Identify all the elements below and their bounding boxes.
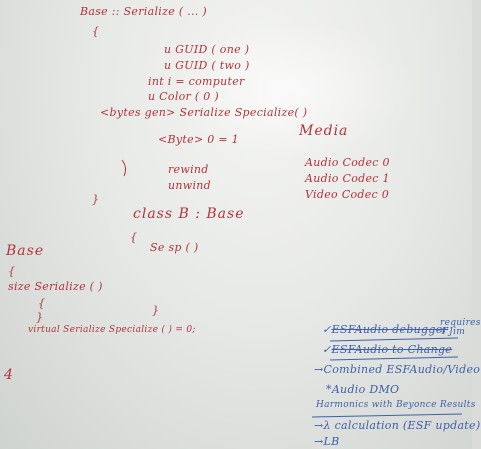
todo-item-1: ✓ESFAudio debugger (322, 324, 448, 335)
note-u-color: u Color ( 0 ) (148, 90, 219, 103)
todo-item-6: →λ calculation (ESF update) (314, 420, 480, 431)
arrow-icon: → (314, 419, 324, 432)
asterisk-icon: * (326, 383, 332, 396)
note-inner-open-brace: { (38, 297, 46, 310)
todo-underline-3 (311, 413, 463, 418)
note-inner-close-brace: } (36, 311, 44, 324)
note-se-sp: Se sp ( ) (150, 241, 199, 254)
note-size-serialize: size Serialize ( ) (8, 280, 103, 293)
todo-item-4: *Audio DMO (326, 384, 399, 395)
todo-text: Harmonics with Beyonce Results (316, 400, 476, 410)
note-class-b: class B : Base (133, 206, 245, 222)
media-item-audio-codec-1: Audio Codec 1 (305, 172, 390, 185)
note-unwind: unwind (168, 179, 212, 192)
check-icon: ✓ (322, 343, 332, 356)
note-guid-two: u GUID ( two ) (164, 59, 250, 72)
todo-item-3: →Combined ESFAudio/Video (314, 364, 480, 375)
note-close-brace: } (92, 193, 100, 206)
side-note: requires 4 Jim (440, 318, 481, 337)
todo-text: Combined ESFAudio/Video (323, 363, 481, 376)
note-int-i: int i = computer (148, 75, 245, 88)
arrow-icon: → (314, 363, 324, 376)
note-rewind: rewind (168, 163, 209, 176)
todo-underline-2 (329, 356, 459, 361)
note-base-open-brace: { (8, 265, 16, 278)
todo-text: ESFAudio to Change (331, 343, 453, 356)
todo-item-5: Harmonics with Beyonce Results (316, 401, 476, 410)
note-virtual-serialize: virtual Serialize Specialize ( ) = 0; (28, 325, 196, 335)
todo-text: λ calculation (ESF update) (323, 419, 481, 432)
todo-text: ESFAudio debugger (331, 323, 449, 336)
media-item-audio-codec-0: Audio Codec 0 (305, 156, 390, 169)
note-guid-one: u GUID ( one ) (164, 43, 250, 56)
todo-underline-1 (329, 337, 459, 342)
todo-item-2: ✓ESFAudio to Change (322, 344, 452, 355)
note-base-heading: Base (6, 243, 45, 259)
note-class-open-brace: { (130, 231, 138, 244)
note-four: 4 (4, 367, 14, 383)
todo-item-7: →LB (314, 436, 340, 447)
check-icon: ✓ (322, 323, 332, 336)
media-heading: Media (299, 123, 349, 139)
note-open-brace: { (92, 25, 100, 38)
light-glare (170, 20, 420, 160)
note-base-serialize: Base :: Serialize ( ... ) (80, 5, 207, 18)
media-curve (121, 159, 127, 177)
note-byte-zero: <Byte> 0 = 1 (158, 133, 239, 146)
note-class-close-brace: } (152, 304, 160, 317)
media-item-video-codec-0: Video Codec 0 (305, 188, 390, 201)
todo-text: Audio DMO (331, 383, 400, 396)
todo-text: LB (323, 435, 340, 448)
note-serialize-specialize: <bytes gen> Serialize Specialize( ) (100, 106, 308, 119)
arrow-icon: → (314, 435, 324, 448)
